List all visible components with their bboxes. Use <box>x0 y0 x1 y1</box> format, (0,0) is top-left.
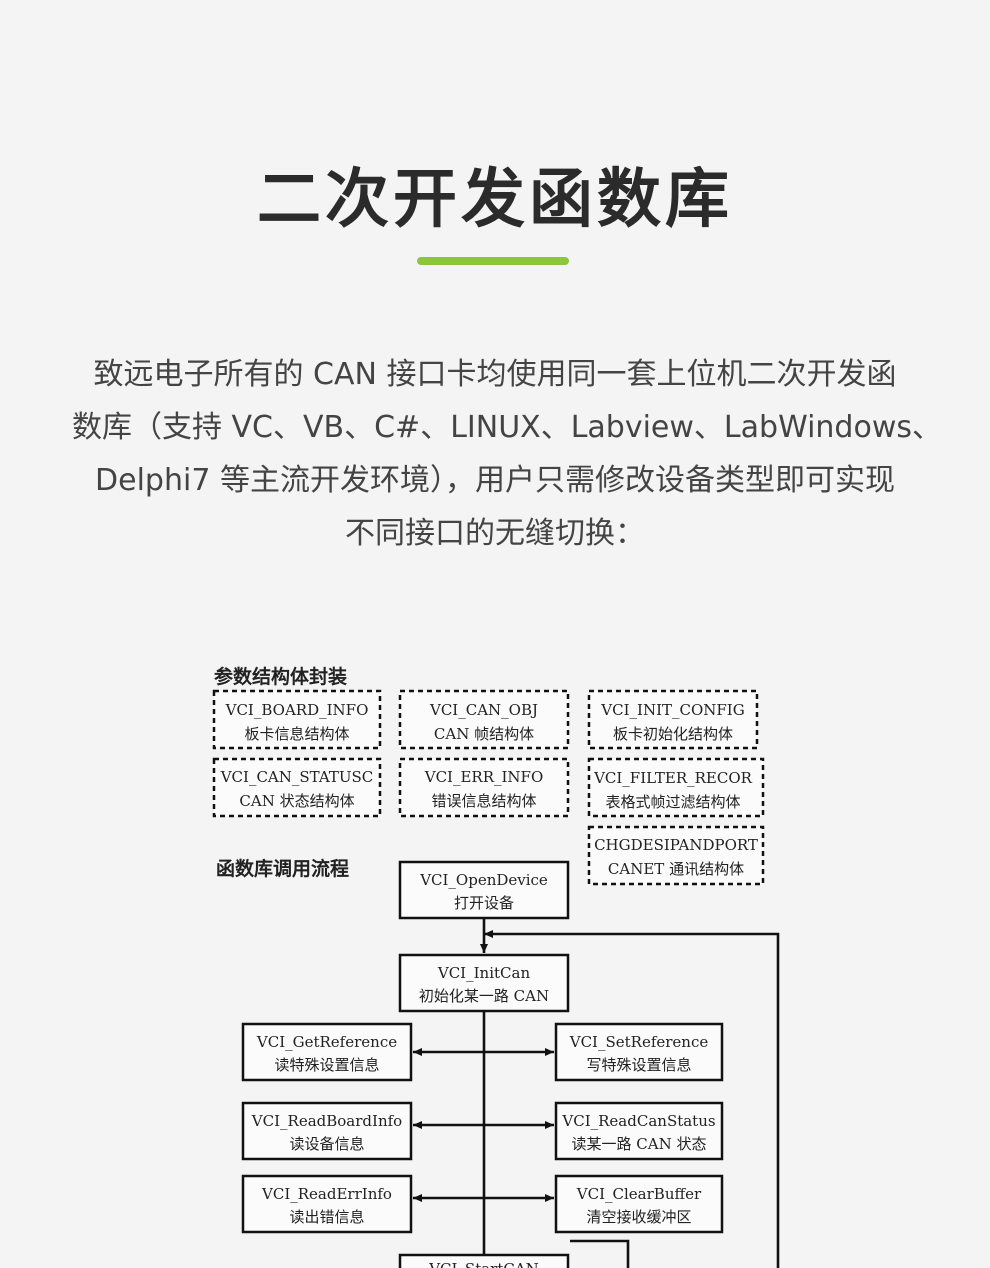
struct-box-init-config: VCI_INIT_CONFIG 板卡初始化结构体 <box>587 689 759 750</box>
flow-name: VCI_ReadCanStatus <box>561 1112 715 1130</box>
flow-box-init-can: VCI_InitCan 初始化某一路 CAN <box>398 953 570 1013</box>
flow-box-clear-buffer: VCI_ClearBuffer 清空接收缓冲区 <box>554 1174 724 1234</box>
description-line: 不同接口的无缝切换： <box>345 516 645 551</box>
struct-name: VCI_INIT_CONFIG <box>600 701 744 719</box>
flow-name: VCI_ReadBoardInfo <box>251 1112 402 1130</box>
flow-desc: 读出错信息 <box>289 1208 364 1226</box>
flow-name: VCI_OpenDevice <box>419 871 548 889</box>
flow-name: VCI_ReadErrInfo <box>261 1185 392 1203</box>
flow-box-start-can: VCI_StartCAN <box>398 1253 570 1268</box>
flow-box-set-reference: VCI_SetReference 写特殊设置信息 <box>554 1022 724 1082</box>
struct-name: VCI_ERR_INFO <box>424 768 544 786</box>
struct-desc: 板卡初始化结构体 <box>613 725 733 743</box>
struct-name: VCI_CAN_OBJ <box>429 701 538 719</box>
flow-desc: 清空接收缓冲区 <box>586 1208 691 1226</box>
flow-box-read-err-info: VCI_ReadErrInfo 读出错信息 <box>241 1174 413 1234</box>
struct-section-label: 参数结构体封装 <box>214 665 347 688</box>
struct-name: VCI_BOARD_INFO <box>225 701 369 719</box>
struct-box-filter-record: VCI_FILTER_RECOR 表格式帧过滤结构体 <box>587 757 765 818</box>
flow-box-open-device: VCI_OpenDevice 打开设备 <box>398 860 570 920</box>
struct-box-err-info: VCI_ERR_INFO 错误信息结构体 <box>398 757 570 818</box>
description-line: 致远电子所有的 CAN 接口卡均使用同一套上位机二次开发函 <box>93 357 897 392</box>
flow-box-read-can-status: VCI_ReadCanStatus 读某一路 CAN 状态 <box>554 1101 724 1161</box>
struct-name: VCI_FILTER_RECOR <box>593 769 753 787</box>
description-line: 数库（支持 VC、VB、C#、LINUX、Labview、LabWindows、 <box>72 410 942 445</box>
struct-desc: CAN 状态结构体 <box>239 792 354 810</box>
struct-desc: CANET 通讯结构体 <box>608 860 744 878</box>
flow-section-label: 函数库调用流程 <box>216 857 349 880</box>
struct-box-can-status: VCI_CAN_STATUSC CAN 状态结构体 <box>212 757 382 818</box>
flow-box-get-reference: VCI_GetReference 读特殊设置信息 <box>241 1022 413 1082</box>
struct-name: VCI_CAN_STATUSC <box>220 768 374 786</box>
flow-desc: 读某一路 CAN 状态 <box>572 1135 707 1153</box>
flow-desc: 读设备信息 <box>289 1135 364 1153</box>
flow-name: VCI_InitCan <box>437 964 531 982</box>
flow-name: VCI_ClearBuffer <box>576 1185 702 1203</box>
struct-desc: CAN 帧结构体 <box>434 725 534 743</box>
struct-box-canet: CHGDESIPANDPORT CANET 通讯结构体 <box>587 825 765 886</box>
description-paragraph: 致远电子所有的 CAN 接口卡均使用同一套上位机二次开发函 数库（支持 VC、V… <box>72 348 942 560</box>
struct-name: CHGDESIPANDPORT <box>594 836 758 854</box>
flow-desc: 初始化某一路 CAN <box>419 987 549 1005</box>
title-underline <box>417 257 569 265</box>
struct-desc: 板卡信息结构体 <box>244 725 349 743</box>
struct-desc: 表格式帧过滤结构体 <box>605 793 740 811</box>
flow-connectors <box>413 918 780 1268</box>
flow-name: VCI_SetReference <box>569 1033 709 1051</box>
flow-desc: 读特殊设置信息 <box>274 1056 379 1074</box>
struct-box-board-info: VCI_BOARD_INFO 板卡信息结构体 <box>212 689 382 750</box>
page-title: 二次开发函数库 <box>257 163 733 237</box>
flow-name: VCI_GetReference <box>256 1033 397 1051</box>
flow-desc: 写特殊设置信息 <box>586 1056 691 1074</box>
flow-name: VCI_StartCAN <box>428 1260 539 1268</box>
struct-desc: 错误信息结构体 <box>431 792 536 810</box>
flow-desc: 打开设备 <box>454 894 514 912</box>
struct-box-can-obj: VCI_CAN_OBJ CAN 帧结构体 <box>398 689 570 750</box>
description-line: Delphi7 等主流开发环境），用户只需修改设备类型即可实现 <box>95 463 895 498</box>
flow-box-read-board-info: VCI_ReadBoardInfo 读设备信息 <box>241 1101 413 1161</box>
